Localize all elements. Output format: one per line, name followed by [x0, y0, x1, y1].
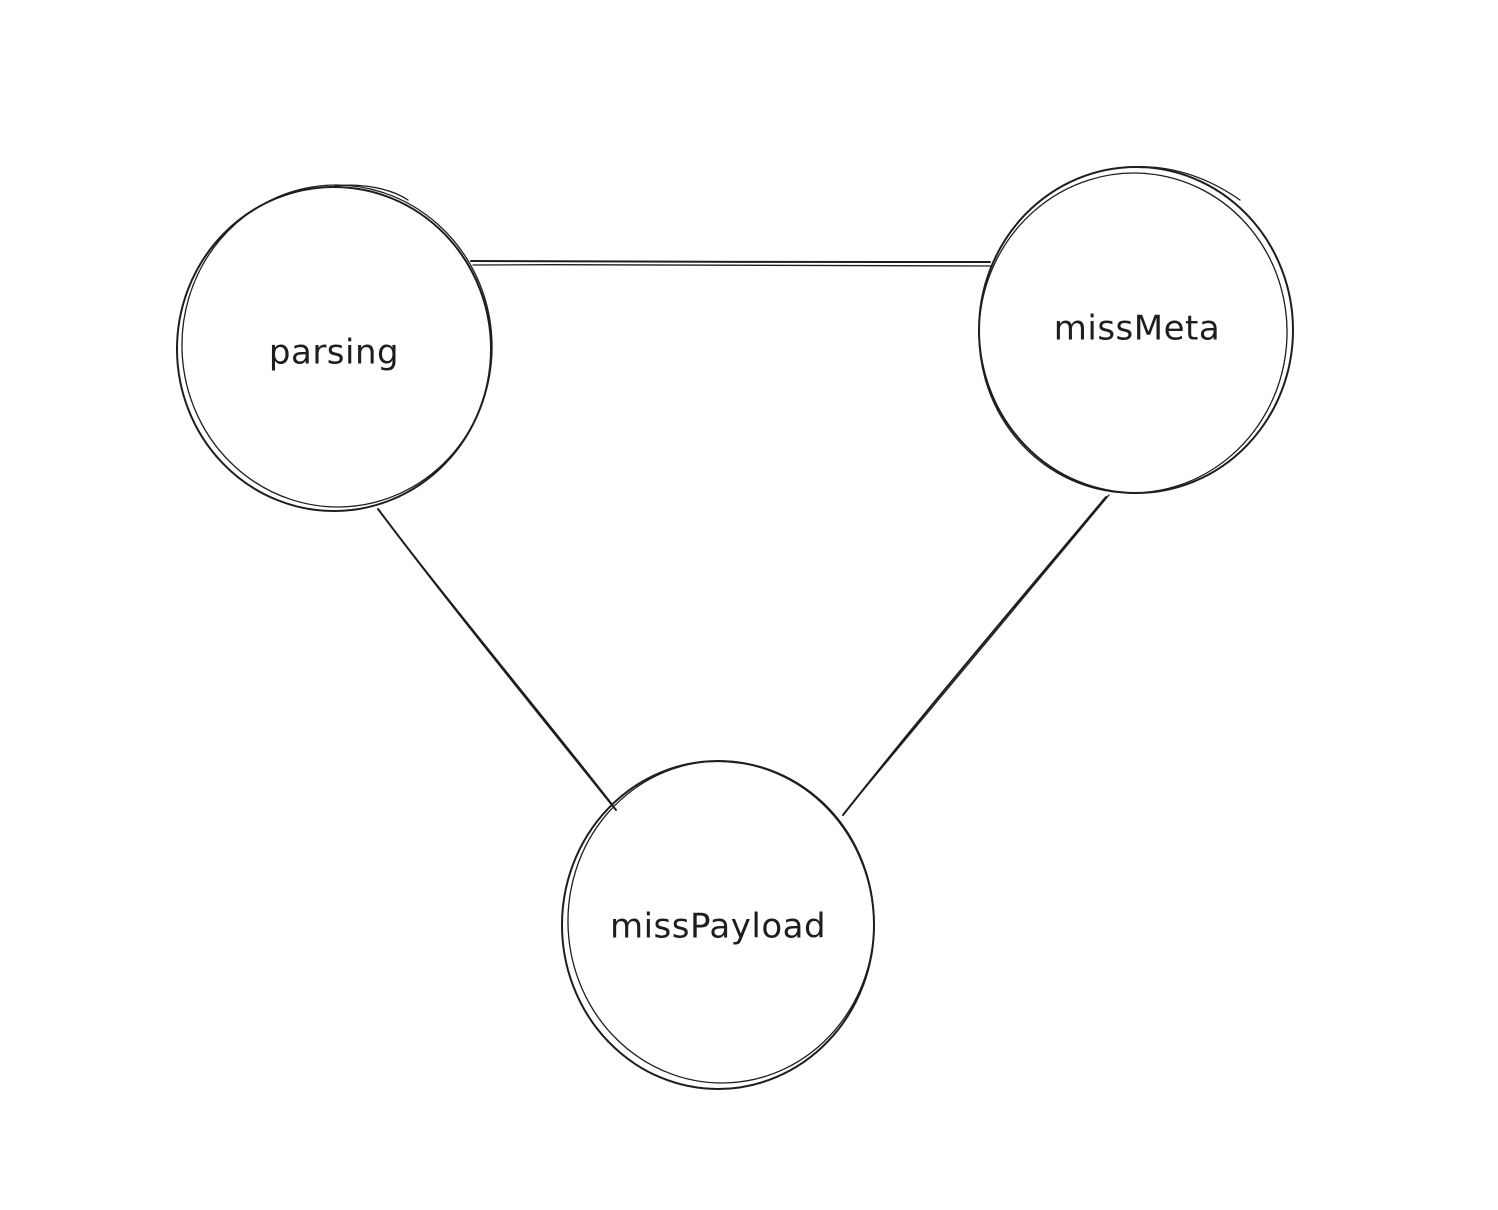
node-parsing-label: parsing — [269, 333, 399, 373]
node-misspayload[interactable]: missPayload — [560, 753, 882, 1091]
edge-parsing-missmeta[interactable] — [470, 260, 993, 267]
edge-missmeta-misspayload[interactable] — [842, 494, 1110, 816]
node-missmeta[interactable]: missMeta — [966, 160, 1301, 506]
node-missmeta-label: missMeta — [1054, 309, 1220, 349]
edge-parsing-misspayload[interactable] — [377, 508, 617, 811]
node-misspayload-label: missPayload — [610, 907, 826, 947]
node-parsing[interactable]: parsing — [171, 175, 503, 518]
